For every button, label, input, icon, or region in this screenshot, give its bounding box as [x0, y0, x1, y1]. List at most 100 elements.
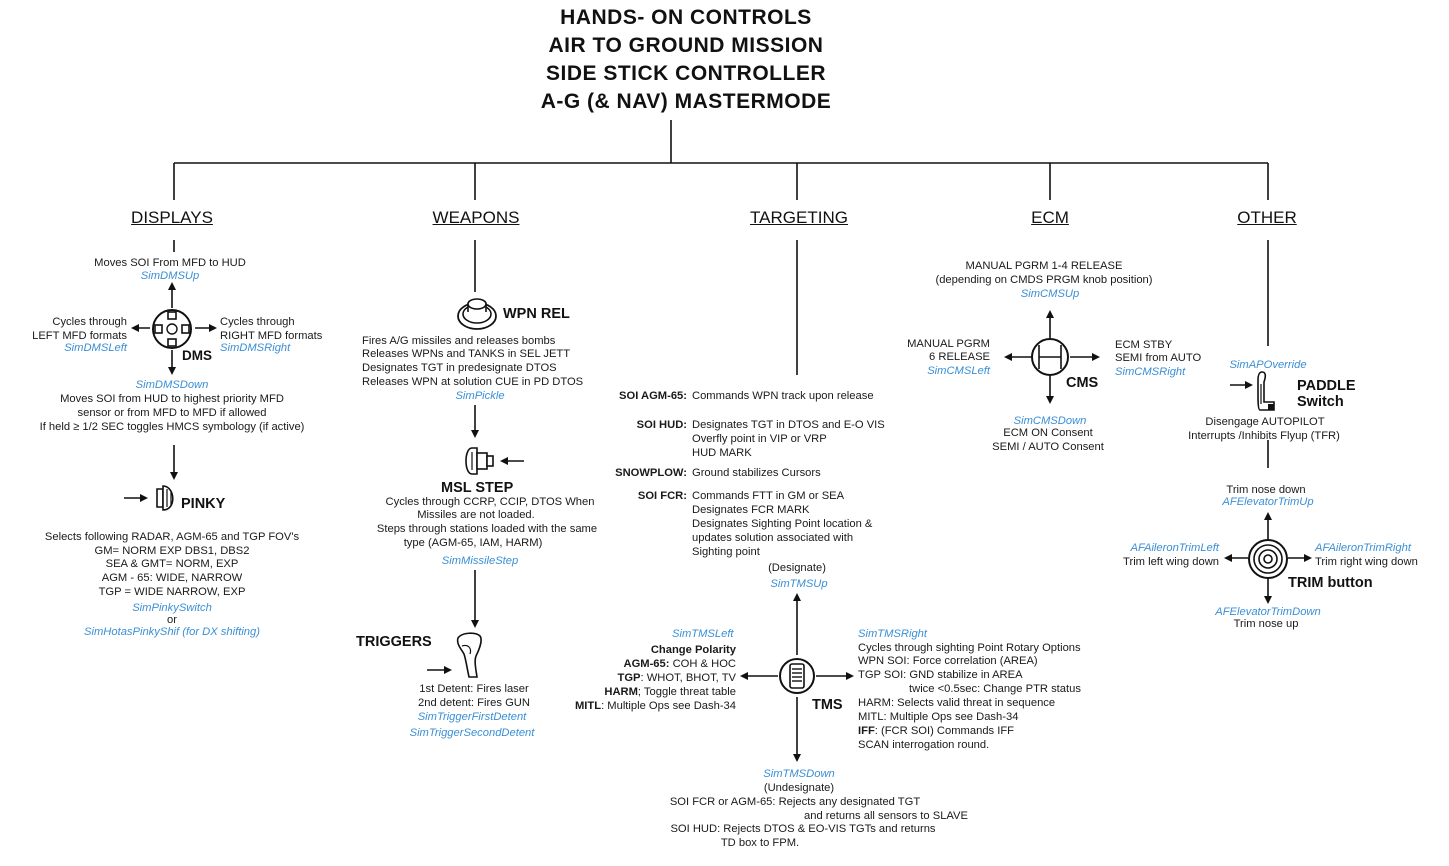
- pinky-line: TGP = WIDE NARROW, EXP: [98, 586, 246, 598]
- triggers-line: 2nd detent: Fires GUN: [418, 697, 530, 709]
- targeting-line: HUD MARK: [692, 447, 752, 459]
- dms-switch-icon[interactable]: [150, 307, 194, 351]
- category-targeting: TARGETING: [750, 208, 848, 227]
- msl-step-line: Missiles are not loaded.: [417, 509, 535, 521]
- cms-right-sim: SimCMSRight: [1115, 366, 1186, 378]
- tms-right-iff-text: : (FCR SOI) Commands IFF: [874, 725, 1015, 737]
- tms-down-sim: SimTMSDown: [763, 768, 835, 780]
- wpn-rel-line: Releases WPNs and TANKS in SEL JETT: [362, 348, 571, 360]
- tms-left-key: TGP: [617, 672, 641, 684]
- tms-label: TMS: [812, 697, 843, 713]
- tms-left-row: TGP: WHOT, BHOT, TV: [617, 672, 736, 686]
- paddle-line: Disengage AUTOPILOT: [1205, 416, 1325, 428]
- tms-right-iff-key: IFF: [858, 725, 875, 737]
- cms-label: CMS: [1066, 375, 1099, 391]
- wpn-rel-line: Releases WPN at solution CUE in PD DTOS: [362, 376, 584, 388]
- paddle-label: PADDLE: [1297, 378, 1356, 394]
- msl-step-line: Cycles through CCRP, CCIP, DTOS When: [385, 496, 595, 508]
- tms-down-line: SOI FCR or AGM-65: Rejects any designate…: [669, 796, 921, 808]
- targeting-line: Designates TGT in DTOS and E-O VIS: [692, 419, 885, 431]
- dms-label: DMS: [182, 348, 212, 363]
- trim-right-sim: AFAileronTrimRight: [1315, 542, 1411, 554]
- tms-left-row: AGM-65: COH & HOC: [623, 658, 736, 672]
- targeting-key: SNOWPLOW:: [615, 467, 687, 479]
- targeting-line: Commands WPN track upon release: [692, 390, 874, 402]
- msl-step-sim: SimMissileStep: [441, 555, 519, 567]
- dms-right-line: Cycles through: [220, 316, 295, 328]
- title-line: AIR TO GROUND MISSION: [548, 34, 824, 57]
- pinky-line: AGM - 65: WIDE, NARROW: [101, 572, 243, 584]
- pinky-switch-icon[interactable]: [149, 483, 181, 513]
- trim-down-text: Trim nose up: [1233, 618, 1299, 630]
- tms-left-row: HARM; Toggle threat table: [604, 686, 736, 700]
- tms-left-key: HARM: [604, 686, 638, 698]
- msl-step-line: Steps through stations loaded with the s…: [376, 523, 598, 535]
- cms-switch-icon[interactable]: [1030, 337, 1070, 377]
- tms-down-line: (Undesignate): [763, 782, 835, 794]
- tms-left-sim: SimTMSLeft: [672, 628, 734, 640]
- category-other: OTHER: [1237, 208, 1297, 227]
- pinky-line: Selects following RADAR, AGM-65 and TGP …: [44, 531, 300, 543]
- targeting-key: SOI AGM-65:: [619, 390, 687, 402]
- tms-right-iff-row: IFF: (FCR SOI) Commands IFF: [858, 725, 1014, 739]
- tms-right-line: TGP SOI: GND stabilize in AREA: [858, 669, 1023, 681]
- targeting-line: updates solution associated with: [692, 532, 854, 544]
- tms-right-line: WPN SOI: Force correlation (AREA): [858, 655, 1038, 667]
- cms-left-line: 6 RELEASE: [929, 351, 990, 363]
- pinky-line: SEA & GMT= NORM, EXP: [105, 558, 239, 570]
- cms-up-line: MANUAL PGRM 1-4 RELEASE: [965, 260, 1123, 272]
- wpn-rel-line: Designates TGT in predesignate DTOS: [362, 362, 557, 374]
- trim-up-sim: AFElevatorTrimUp: [1222, 496, 1314, 508]
- tms-down-line: TD box to FPM.: [720, 837, 800, 849]
- title-line: SIDE STICK CONTROLLER: [545, 62, 826, 85]
- tms-up-caption: (Designate): [768, 562, 826, 574]
- weapon-release-button-icon[interactable]: [455, 292, 499, 332]
- trim-left-text: Trim left wing down: [1123, 556, 1219, 568]
- tms-left-row: MITL: Multiple Ops see Dash-34: [575, 700, 736, 714]
- dms-down-line: sensor or from MFD to MFD if allowed: [77, 407, 267, 419]
- category-weapons: WEAPONS: [432, 208, 520, 227]
- missile-step-switch-icon[interactable]: [464, 445, 498, 477]
- triggers-line: 1st Detent: Fires laser: [419, 683, 529, 695]
- tms-right-line: twice <0.5sec: Change PTR status: [909, 683, 1081, 695]
- tms-up-sim: SimTMSUp: [770, 578, 828, 590]
- targeting-line: Overfly point in VIP or VRP: [692, 433, 827, 445]
- cms-down-line: ECM ON Consent: [1003, 427, 1093, 439]
- msl-step-line: type (AGM-65, IAM, HARM): [403, 537, 543, 549]
- pinky-line: GM= NORM EXP DBS1, DBS2: [94, 545, 250, 557]
- targeting-line: Designates Sighting Point location &: [692, 518, 873, 530]
- trim-up-text: Trim nose down: [1226, 484, 1306, 496]
- tms-left-key: AGM-65:: [623, 658, 670, 670]
- paddle-line: Interrupts /Inhibits Flyup (TFR): [1188, 430, 1340, 442]
- tms-left-text: ; Toggle threat table: [637, 686, 736, 698]
- dms-left-line: LEFT MFD formats: [32, 330, 127, 342]
- dms-down-line: If held ≥ 1/2 SEC toggles HMCS symbology…: [39, 421, 305, 433]
- targeting-line: Commands FTT in GM or SEA: [692, 490, 845, 502]
- cms-up-sim: SimCMSUp: [1020, 288, 1080, 300]
- triggers-sim-second: SimTriggerSecondDetent: [409, 727, 535, 739]
- dms-up-sim: SimDMSUp: [140, 270, 200, 282]
- cms-down-line: SEMI / AUTO Consent: [992, 441, 1104, 453]
- tms-down-line: SOI HUD: Rejects DTOS & EO-VIS TGTs and …: [670, 823, 936, 835]
- trim-label: TRIM button: [1288, 575, 1373, 591]
- pinky-label: PINKY: [181, 496, 226, 512]
- page-title: HANDS- ON CONTROLS AIR TO GROUND MISSION…: [541, 4, 832, 116]
- trim-button-icon[interactable]: [1246, 537, 1290, 581]
- cms-right-line: ECM STBY: [1115, 339, 1173, 351]
- tms-switch-icon[interactable]: [777, 656, 817, 696]
- tms-right-line: MITL: Multiple Ops see Dash-34: [858, 711, 1019, 723]
- tms-right-line: HARM: Selects valid threat in sequence: [858, 697, 1056, 709]
- dms-down-sim: SimDMSDown: [135, 379, 209, 391]
- tms-down-line: and returns all sensors to SLAVE: [804, 810, 968, 822]
- pinky-or: or: [167, 614, 177, 626]
- wpn-rel-sim: SimPickle: [455, 390, 505, 402]
- targeting-line: Ground stabilizes Cursors: [692, 467, 821, 479]
- paddle-switch-icon[interactable]: [1254, 370, 1282, 414]
- trigger-icon[interactable]: [452, 630, 486, 680]
- triggers-label: TRIGGERS: [356, 634, 432, 650]
- pinky-sim: SimPinkySwitch: [132, 602, 212, 614]
- targeting-line: Sighting point: [692, 546, 760, 558]
- dms-down-line: Moves SOI from HUD to highest priority M…: [60, 393, 284, 405]
- triggers-sim-first: SimTriggerFirstDetent: [417, 711, 527, 723]
